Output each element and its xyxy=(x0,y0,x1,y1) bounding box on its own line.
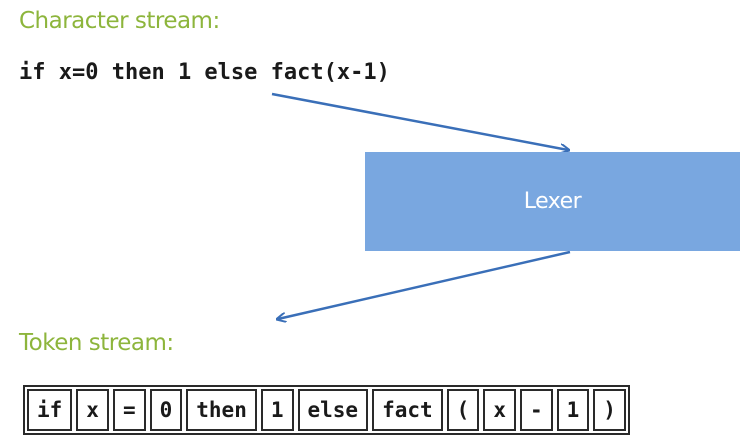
lexer-label: Lexer xyxy=(523,189,582,214)
token-cell: 0 xyxy=(149,389,183,431)
token-cell: x xyxy=(76,389,109,431)
token-cell: - xyxy=(519,389,553,431)
lexer-box: Lexer xyxy=(365,152,740,251)
token-cell: ( xyxy=(446,389,480,431)
character-stream-heading: Character stream: xyxy=(19,8,220,34)
token-cell: ) xyxy=(593,389,626,431)
token-cell: fact xyxy=(372,389,443,431)
token-cell: x xyxy=(483,389,516,431)
arrow-from-lexer xyxy=(278,250,571,319)
token-cell: 1 xyxy=(556,389,590,431)
token-cell: 1 xyxy=(260,389,294,431)
token-cell: = xyxy=(112,389,146,431)
token-stream-heading: Token stream: xyxy=(19,330,174,356)
character-stream-text: if x=0 then 1 else fact(x-1) xyxy=(19,60,390,85)
token-cell: if xyxy=(27,389,73,431)
arrow-to-lexer xyxy=(271,92,568,150)
token-cell: then xyxy=(186,389,257,431)
token-cell: else xyxy=(297,389,369,431)
